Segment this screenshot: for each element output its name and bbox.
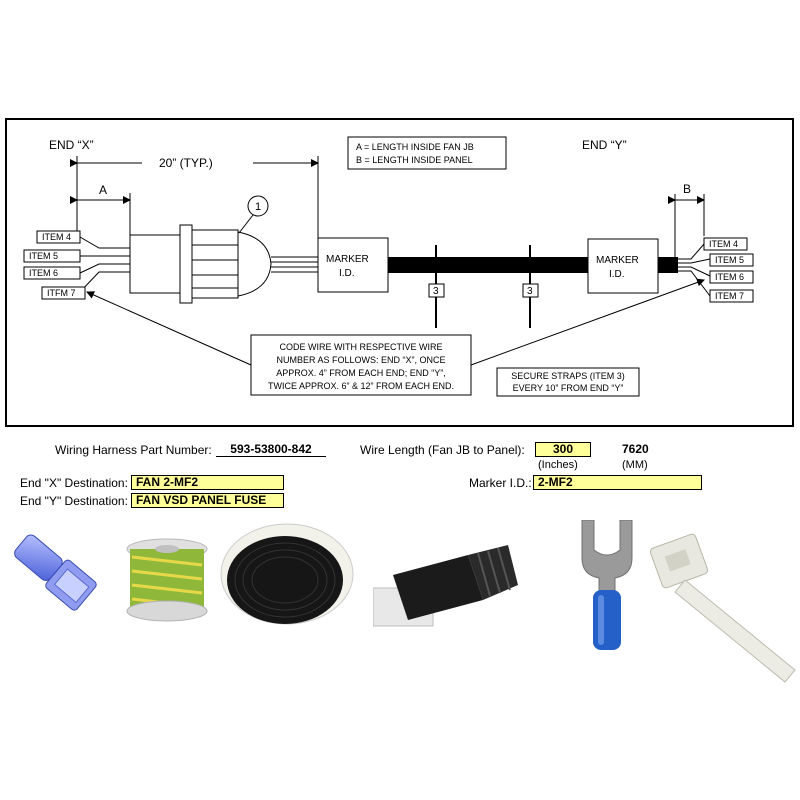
- mm-unit: (MM): [622, 459, 648, 471]
- strap-2-tag-label: 3: [527, 286, 533, 297]
- green-yellow-wire-spool-image: [126, 538, 208, 622]
- straps-note-box: [496, 367, 640, 397]
- end-y-label: END “Y”: [582, 138, 627, 152]
- end-x-destination-label: End "X" Destination:: [20, 476, 128, 490]
- code-wire-note-text: CODE WIRE WITH RESPECTIVE WIRE NUMBER AS…: [268, 342, 454, 391]
- callout-1-leader: [238, 214, 254, 234]
- callout-1-circle: [247, 195, 269, 217]
- end-x-label: END “X”: [49, 138, 94, 152]
- item-left-5: ITEM 5: [29, 251, 58, 261]
- item-right-5: ITEM 5: [715, 255, 744, 265]
- part-number-label: Wiring Harness Part Number:: [55, 443, 212, 457]
- marker-left: [317, 237, 389, 293]
- legend-box: [347, 136, 507, 170]
- marker-right: [587, 238, 659, 294]
- end-x-destination-value: FAN 2-MF2: [131, 475, 284, 490]
- code-note-arrow-right: [470, 278, 705, 366]
- strap-2-tag: [522, 283, 539, 298]
- dim-a-label: A: [99, 183, 107, 197]
- svg-text:CODE WIRE WITH RESPECTIVE WIRE: CODE WIRE WITH RESPECTIVE WIRE: [279, 342, 442, 352]
- strap-1-tag: [428, 283, 445, 298]
- callout-1-label: 1: [255, 201, 261, 213]
- part-number-value: 593-53800-842: [216, 443, 326, 457]
- svg-text:EVERY 10” FROM END “Y”: EVERY 10” FROM END “Y”: [513, 383, 624, 393]
- item-left-4: ITEM 4: [42, 232, 71, 242]
- marker-left-line1: MARKER: [326, 254, 369, 265]
- end-y-destination-value: FAN VSD PANEL FUSE: [131, 493, 284, 508]
- harness-diagram-frame: END “X” END “Y” 20” (TYP.) A B A = LENGT…: [5, 118, 794, 427]
- item-left-6: ITEM 6: [29, 268, 58, 278]
- legend-b: B = LENGTH INSIDE PANEL: [356, 155, 473, 165]
- inches-unit: (Inches): [538, 459, 578, 471]
- quick-disconnect-terminal-image: [14, 534, 97, 611]
- wire-length-mm: 7620: [622, 442, 649, 456]
- left-pigtail-wires: [79, 236, 130, 293]
- gland-exit-wires: [271, 256, 318, 273]
- straps-note-text: SECURE STRAPS (ITEM 3) EVERY 10” FROM EN…: [511, 371, 625, 393]
- code-wire-note-box: [250, 334, 472, 396]
- item-left-7: ITFM 7: [47, 288, 76, 298]
- marker-left-line2: I.D.: [339, 268, 355, 279]
- right-item-boxes: ITEM 4 ITEM 5 ITEM 6 ITEM 7: [703, 237, 754, 303]
- item-right-6: ITEM 6: [715, 272, 744, 282]
- harness-diagram: END “X” END “Y” 20” (TYP.) A B A = LENGT…: [23, 136, 754, 397]
- length-typ-label: 20” (TYP.): [159, 156, 213, 170]
- item-right-7: ITEM 7: [715, 291, 744, 301]
- black-wire-spool-image: [220, 523, 354, 625]
- cable-gland-outline: [129, 224, 272, 304]
- dim-b-label: B: [683, 182, 691, 196]
- cable-tie-image: [649, 533, 796, 683]
- legend-a: A = LENGTH INSIDE FAN JB: [356, 142, 474, 152]
- wire-length-label: Wire Length (Fan JB to Panel):: [360, 443, 525, 457]
- cable-gland-image: [373, 545, 518, 627]
- wire-length-inches: 300: [535, 442, 591, 457]
- right-pigtail-wires: [678, 243, 711, 297]
- marker-right-line1: MARKER: [596, 255, 639, 266]
- marker-id-value: 2-MF2: [533, 475, 702, 490]
- marker-id-label: Marker I.D.:: [469, 476, 532, 490]
- svg-text:TWICE APPROX. 6” & 12” FROM EA: TWICE APPROX. 6” & 12” FROM EACH END.: [268, 381, 454, 391]
- code-note-arrow-left: [86, 291, 252, 366]
- svg-text:APPROX. 4” FROM EACH END; END: APPROX. 4” FROM EACH END; END “Y”,: [276, 368, 446, 378]
- svg-text:NUMBER AS FOLLOWS: END “X”, O: NUMBER AS FOLLOWS: END “X”, ONCE: [276, 355, 445, 365]
- end-y-destination-label: End "Y" Destination:: [20, 494, 128, 508]
- strap-1-tag-label: 3: [433, 286, 439, 297]
- svg-text:SECURE STRAPS (ITEM 3): SECURE STRAPS (ITEM 3): [511, 371, 625, 381]
- marker-right-line2: I.D.: [609, 269, 625, 280]
- fork-terminal-image: [581, 520, 633, 650]
- left-item-boxes: ITEM 4 ITEM 5 ITEM 6 ITFM 7: [23, 230, 86, 300]
- item-right-4: ITEM 4: [709, 239, 738, 249]
